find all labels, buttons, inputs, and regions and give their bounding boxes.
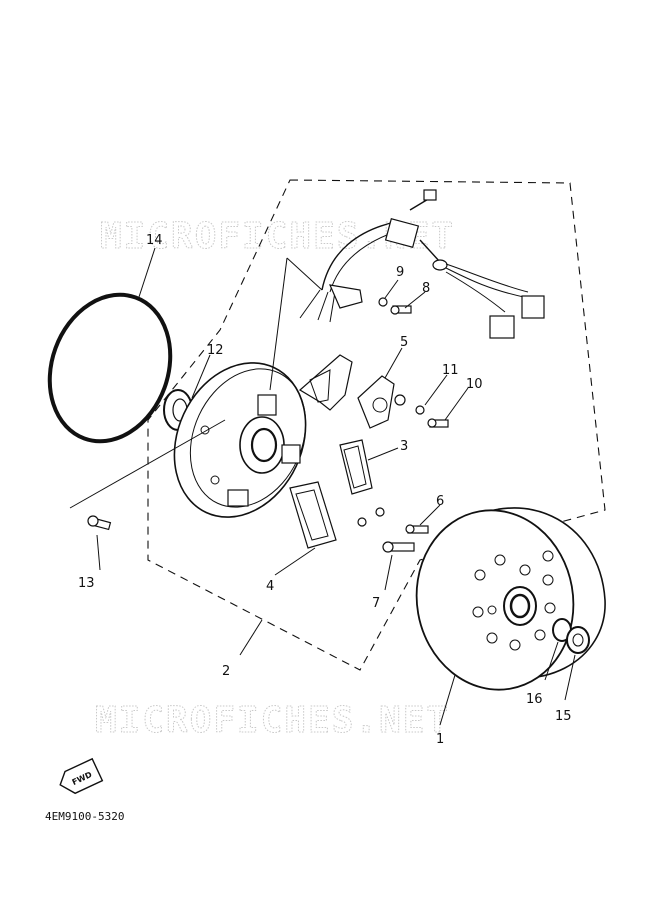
callout-6: 6 <box>436 494 444 509</box>
screw-8 <box>390 305 412 315</box>
screw-6 <box>405 524 429 534</box>
callout-7: 7 <box>372 596 380 611</box>
stator-base-plate <box>173 354 353 518</box>
callout-13: 13 <box>78 576 95 591</box>
o-ring <box>47 292 173 444</box>
screw-10 <box>427 418 449 428</box>
charge-coil <box>339 439 373 495</box>
callout-14: 14 <box>146 233 163 248</box>
flywheel-nut <box>566 626 590 654</box>
callout-2: 2 <box>222 664 230 679</box>
callout-3: 3 <box>400 439 408 454</box>
flywheel-rotor <box>415 507 606 691</box>
pickup-coil <box>357 375 395 429</box>
screw-13 <box>87 515 112 531</box>
callout-4: 4 <box>266 579 274 594</box>
callout-5: 5 <box>400 335 408 350</box>
callout-11: 11 <box>442 363 459 378</box>
wire-harness <box>299 189 545 339</box>
washer-9 <box>378 297 388 307</box>
callout-10: 10 <box>466 377 483 392</box>
callout-16: 16 <box>526 692 543 707</box>
callout-8: 8 <box>422 281 430 296</box>
callout-15: 15 <box>555 709 572 724</box>
lighting-coil <box>289 481 337 549</box>
washer-11 <box>394 394 425 415</box>
leader-lines <box>69 247 576 726</box>
callout-1: 1 <box>436 732 444 747</box>
diagram-code: 4EM9100-5320 <box>45 810 124 823</box>
callout-9: 9 <box>396 265 404 280</box>
fwd-arrow-icon: FWD <box>59 757 104 795</box>
stator-assembly-boundary <box>147 179 606 671</box>
washer-small <box>357 507 385 527</box>
bolt-7 <box>382 541 415 553</box>
callout-12: 12 <box>207 343 224 358</box>
watermark-bottom: MICROFICHES.NET <box>95 700 450 741</box>
